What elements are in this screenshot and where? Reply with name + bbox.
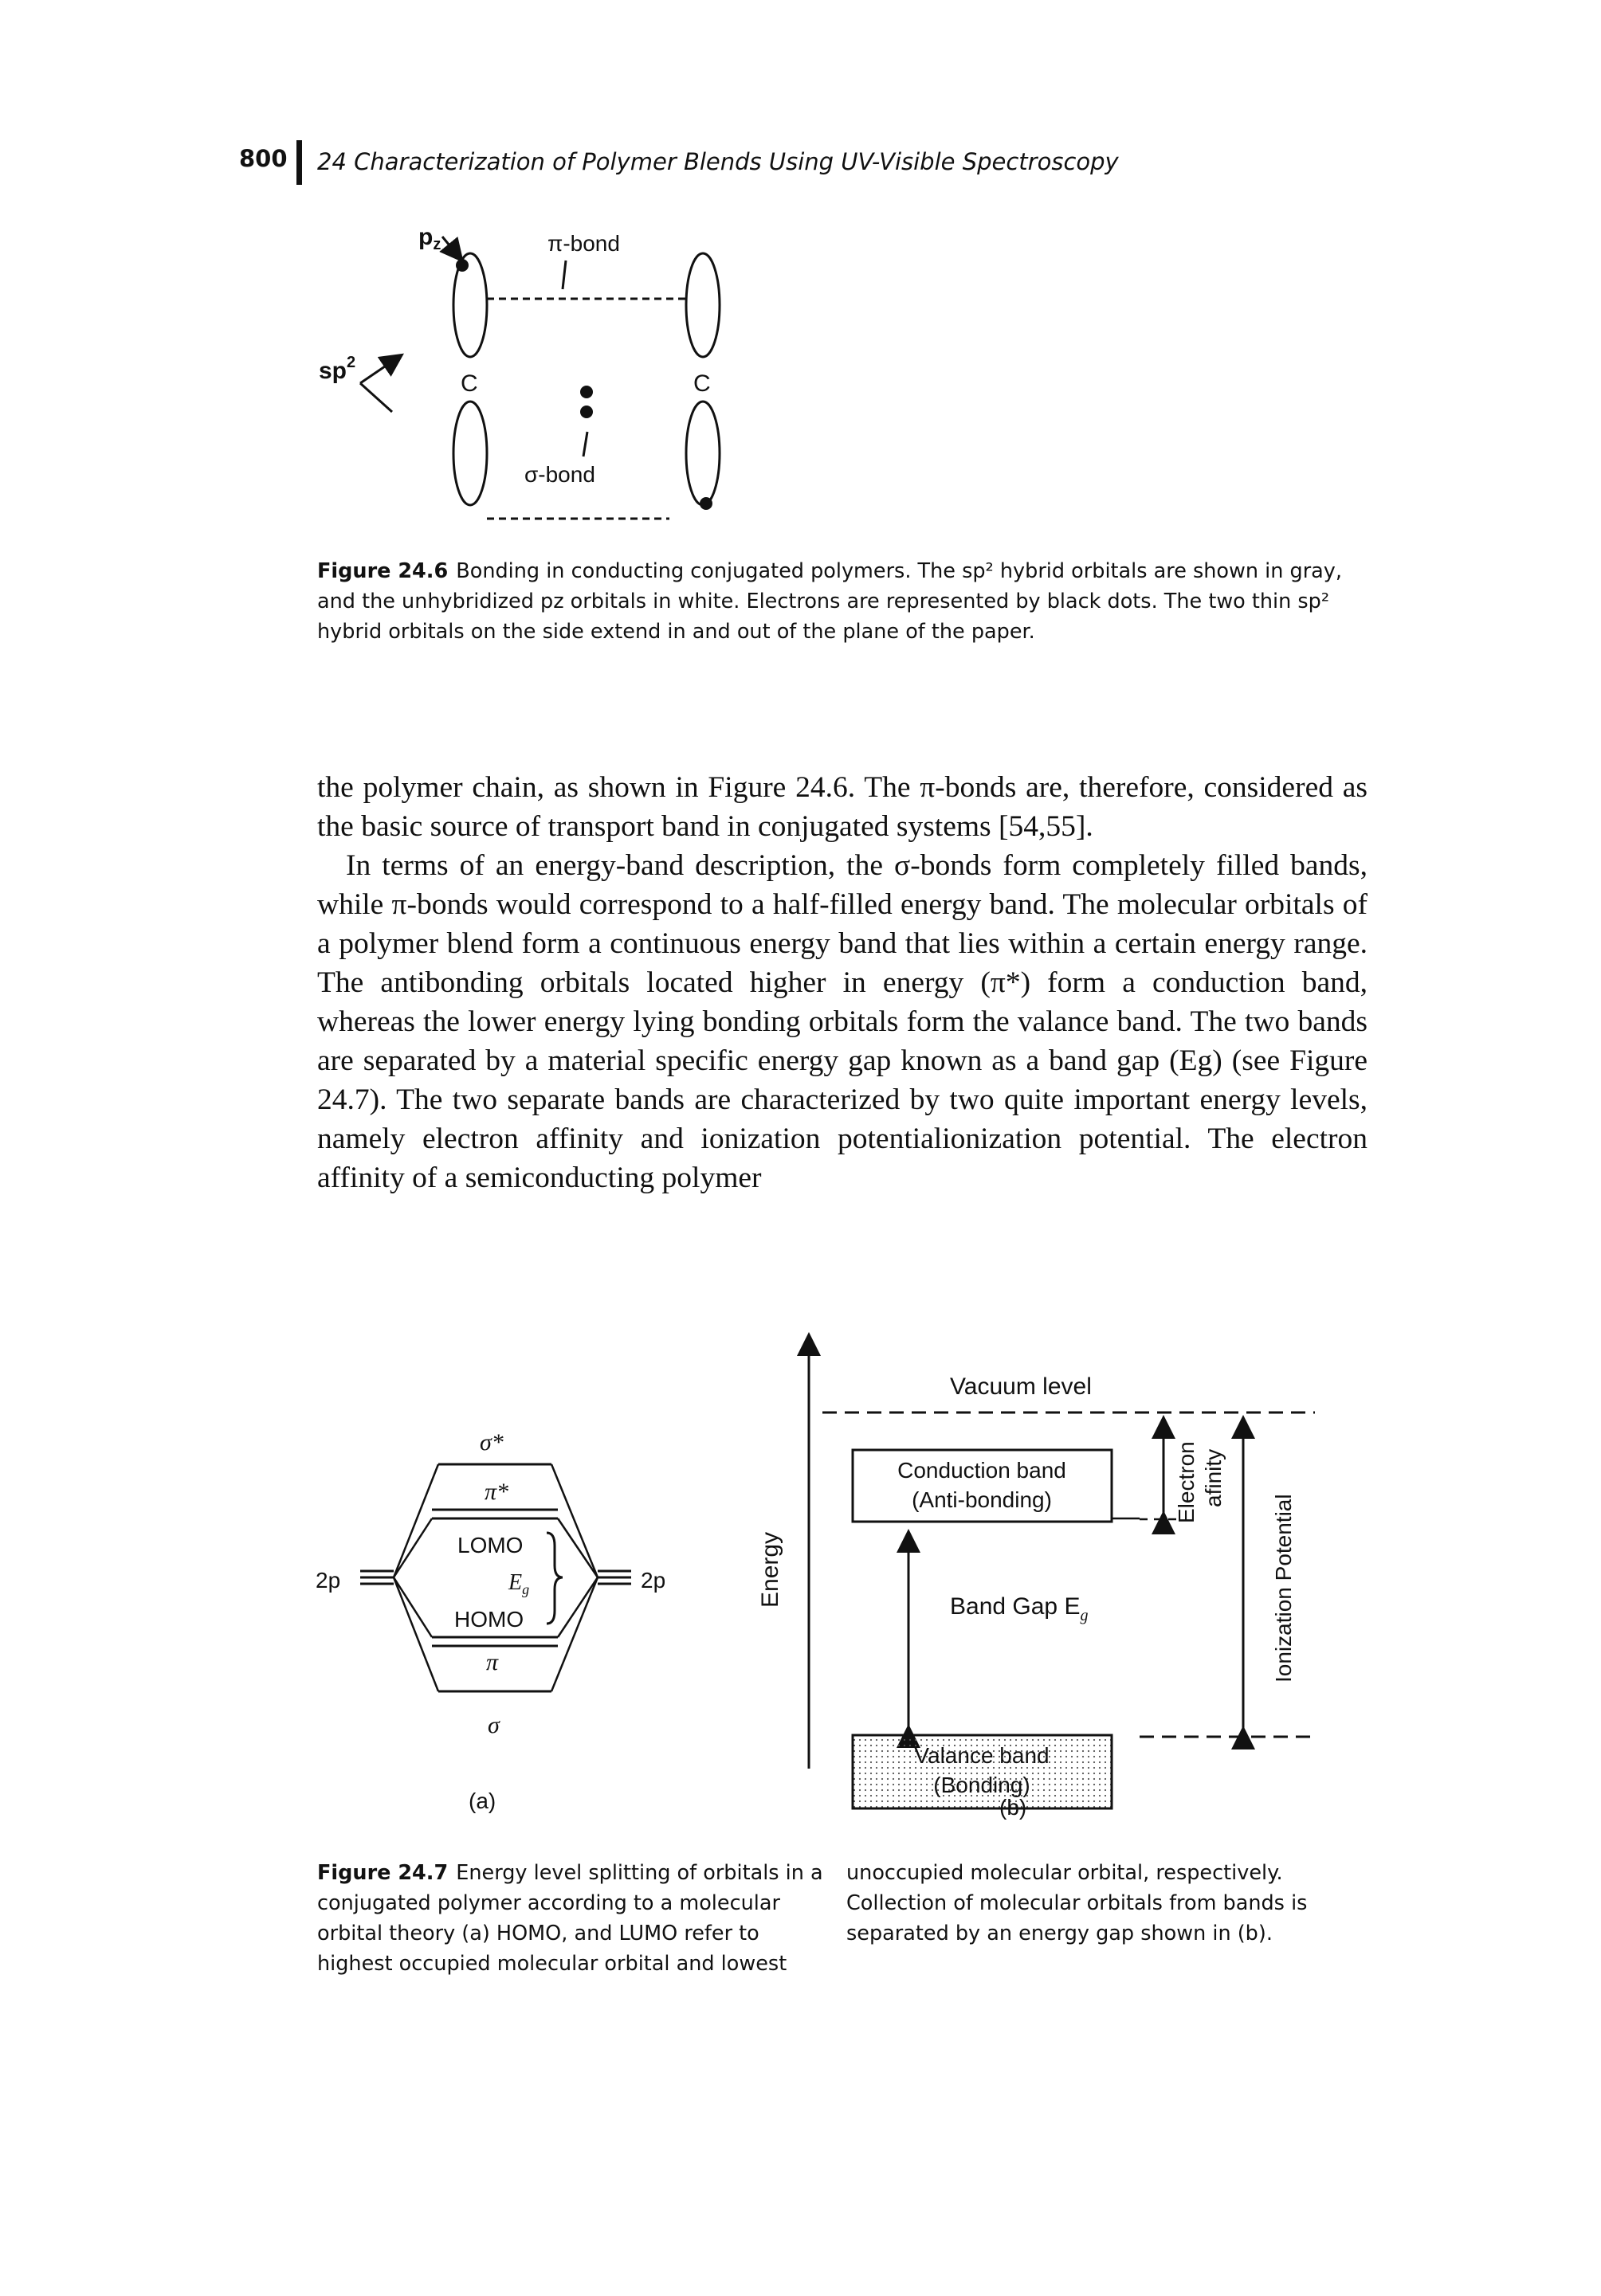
homo-label: HOMO [454, 1607, 524, 1632]
band-gap-label: Band Gap Eg [950, 1593, 1088, 1624]
pi-bond-label: π-bond [547, 231, 620, 256]
conduction-band-line1: Conduction band [897, 1458, 1066, 1483]
body-paragraph-2: In terms of an energy-band description, … [317, 849, 1368, 1194]
figure-24-6-caption-text: Bonding in conducting conjugated polymer… [317, 559, 1342, 644]
sigma-bond-label: σ-bond [524, 462, 595, 487]
corr-right-sigma-star [550, 1463, 599, 1578]
header-divider [296, 140, 302, 185]
corr-right-pi-star [556, 1518, 599, 1578]
panel-b: Energy Vacuum level Conduction band (Ant… [757, 1332, 1315, 1820]
left-pz-upper-lobe [452, 252, 489, 359]
vacuum-level-label: Vacuum level [950, 1373, 1092, 1400]
electron-affinity-line1: Electron [1174, 1441, 1199, 1523]
eg-label-a: Eg [508, 1570, 529, 1597]
pi-bond-pointer [561, 260, 567, 290]
panel-a-label: (a) [469, 1789, 496, 1813]
right-carbon-label: C [693, 370, 711, 397]
valence-band-line1: Valance band [914, 1743, 1049, 1768]
corr-left-sigma-star [392, 1463, 440, 1578]
sigma-bond-pointer [582, 431, 589, 457]
corr-left-pi-star [392, 1518, 434, 1578]
sigma-star-label: σ* [480, 1429, 504, 1456]
body-paragraph-1: the polymer chain, as shown in Figure 24… [317, 771, 1368, 843]
corr-left-sigma [392, 1577, 440, 1692]
sigma-electron-dot-2 [580, 406, 593, 418]
body-text: the polymer chain, as shown in Figure 24… [317, 768, 1368, 1197]
pz-pointer-arrow [439, 236, 464, 263]
sigma-electron-dot-1 [580, 386, 593, 398]
ionization-potential-label: Ionization Potential [1271, 1494, 1296, 1683]
pi-label: π [486, 1649, 499, 1675]
corr-left-pi [392, 1577, 434, 1638]
right-pz-upper-lobe [685, 252, 721, 359]
panel-b-label: (b) [999, 1795, 1026, 1820]
left-carbon-label: C [461, 370, 478, 397]
sigma-label: σ [488, 1712, 500, 1738]
figure-24-7-caption-left-text: Energy level splitting of orbitals in a … [317, 1861, 823, 1976]
figure-24-6-diagram: C C pz π-bond σ-bond sp2 [319, 224, 721, 520]
page-number: 800 [239, 145, 288, 172]
lumo-label: LOMO [457, 1533, 523, 1557]
electron-affinity-line2: afinity [1201, 1449, 1226, 1507]
figure-24-6-caption-label: Figure 24.6 [317, 559, 449, 583]
left-2p-label: 2p [316, 1568, 340, 1593]
sp2-upper-arrow [359, 353, 404, 385]
figure-24-7-caption-label: Figure 24.7 [317, 1861, 449, 1885]
energy-axis-label: Energy [757, 1532, 783, 1608]
left-pz-lower-lobe [452, 400, 489, 507]
conduction-band-box [851, 1448, 1113, 1523]
gap-brace [546, 1531, 563, 1625]
panel-a: σ* π* LOMO Eg HOMO π σ 2p 2p [316, 1429, 665, 1813]
corr-right-sigma [550, 1577, 599, 1692]
conduction-band-line2: (Anti-bonding) [912, 1487, 1052, 1512]
right-pz-lower-lobe [685, 400, 721, 507]
valence-band-box [851, 1734, 1113, 1810]
running-title: 24 Characterization of Polymer Blends Us… [317, 148, 1119, 175]
pz-label: pz [418, 224, 441, 253]
figure-24-7-caption-right: unoccupied molecular orbital, respective… [846, 1861, 1308, 1945]
pi-star-label: π* [485, 1479, 508, 1505]
corr-right-pi [556, 1577, 599, 1638]
right-electron-dot [700, 497, 712, 510]
figure-24-7-diagram: σ* π* LOMO Eg HOMO π σ 2p 2p [316, 1332, 1315, 1820]
sp2-label: sp2 [319, 354, 355, 384]
valence-band-line2: (Bonding) [933, 1773, 1030, 1797]
sp2-lower-arrow [359, 382, 394, 413]
right-2p-label: 2p [641, 1568, 665, 1593]
left-electron-dot [456, 259, 469, 272]
